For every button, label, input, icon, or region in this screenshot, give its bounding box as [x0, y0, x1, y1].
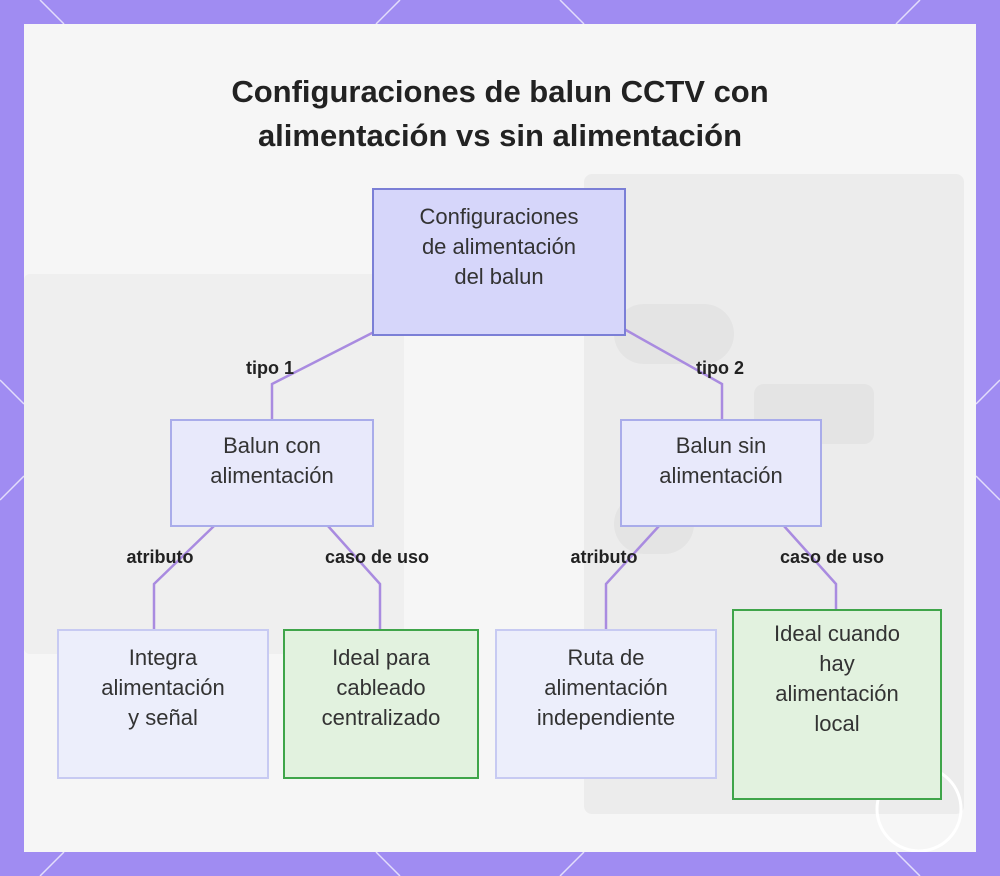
edge-label-type-1: tipo 1 — [246, 358, 294, 378]
node-root-line-3: del balun — [454, 264, 544, 289]
edge-label-type-2: tipo 2 — [696, 358, 744, 378]
edge-label-use-case-right: caso de uso — [779, 547, 885, 567]
node-powered-use-line-3: centralizado — [321, 705, 441, 730]
node-powered-attribute: Integra alimentación y señal — [57, 629, 269, 779]
node-unpowered-attribute: Ruta de alimentación independiente — [495, 629, 717, 779]
node-powered-line-2: alimentación — [210, 463, 334, 488]
node-powered-line-1: Balun con — [223, 433, 321, 458]
title-line-1: Configuraciones de balun CCTV con — [231, 74, 769, 109]
title-line-2: alimentación vs sin alimentación — [257, 118, 743, 153]
node-unpowered-attr-line-2: alimentación — [544, 675, 668, 700]
connector-lines — [152, 327, 838, 629]
node-root-line-1: Configuraciones — [419, 204, 579, 229]
node-unpowered-use-line-2: hay — [819, 651, 855, 676]
edge-unpowered-to-use — [783, 525, 838, 609]
edge-label-attribute-left: atributo — [126, 547, 194, 567]
node-unpowered-attr-line-1: Ruta de — [567, 645, 645, 670]
node-unpowered-use-line-3: alimentación — [775, 681, 899, 706]
node-powered-attr-line-1: Integra — [128, 645, 198, 670]
edge-powered-to-attr — [152, 525, 215, 629]
node-powered-use-case: Ideal para cableado centralizado — [283, 629, 479, 779]
node-unpowered-line-2: alimentación — [659, 463, 783, 488]
node-powered-attr-line-2: alimentación — [101, 675, 225, 700]
edge-label-use-case-left: caso de uso — [324, 547, 430, 567]
node-unpowered-attr-line-3: independiente — [536, 705, 676, 730]
node-unpowered-use-case: Ideal cuando hay alimentación local — [732, 609, 942, 800]
edge-root-to-powered — [270, 330, 375, 419]
node-powered-use-line-1: Ideal para — [332, 645, 430, 670]
edge-root-to-unpowered — [623, 327, 724, 419]
edge-powered-to-use — [327, 525, 382, 629]
node-unpowered-use-line-1: Ideal cuando — [774, 621, 900, 646]
edge-unpowered-to-attr — [604, 525, 660, 629]
node-unpowered-balun: Balun sin alimentación — [620, 419, 822, 527]
diagram-title: Configuraciones de balun CCTV con alimen… — [24, 70, 976, 158]
diagram-panel: Configuraciones de balun CCTV con alimen… — [24, 24, 976, 852]
node-unpowered-line-1: Balun sin — [675, 433, 767, 458]
node-powered-balun: Balun con alimentación — [170, 419, 374, 527]
node-powered-use-line-2: cableado — [336, 675, 426, 700]
edge-label-attribute-right: atributo — [570, 547, 638, 567]
node-root-line-2: de alimentación — [421, 234, 577, 259]
node-unpowered-use-line-4: local — [814, 711, 860, 736]
node-root: Configuraciones de alimentación del balu… — [372, 188, 626, 336]
node-powered-attr-line-3: y señal — [128, 705, 198, 730]
